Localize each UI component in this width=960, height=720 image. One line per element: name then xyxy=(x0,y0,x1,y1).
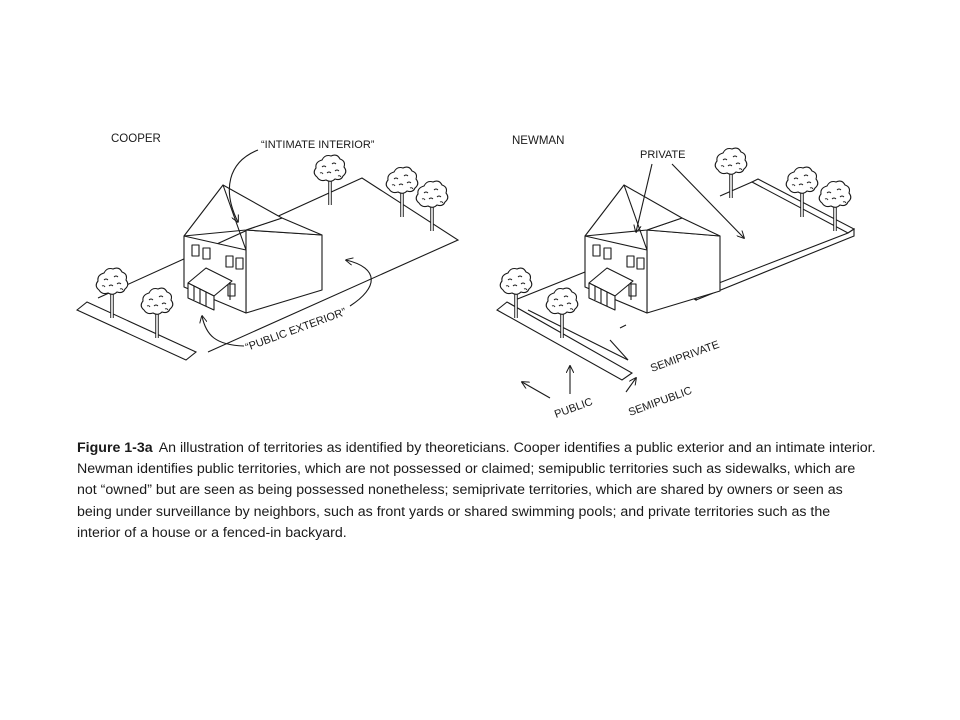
intimate-interior-arrow xyxy=(228,149,259,222)
intimate-interior-label: “INTIMATE INTERIOR” xyxy=(261,139,375,151)
caption-text: An illustration of territories as identi… xyxy=(77,440,876,541)
tree xyxy=(414,179,450,233)
house xyxy=(584,184,721,314)
sidewalk xyxy=(75,301,198,361)
semipublic-arrow xyxy=(625,378,636,393)
public-exterior-arrow-left xyxy=(202,316,245,347)
semipublic-label: SEMIPUBLIC xyxy=(627,385,694,419)
semiprivate-label: SEMIPRIVATE xyxy=(649,339,721,375)
private-arrow-house xyxy=(636,163,653,232)
house xyxy=(183,184,323,314)
cooper-title: COOPER xyxy=(111,133,161,145)
public-label: PUBLIC xyxy=(553,396,594,421)
tree xyxy=(817,179,853,233)
tree xyxy=(384,165,420,219)
sidewalk xyxy=(496,301,634,381)
private-arrow-backyard xyxy=(671,163,744,238)
lot-outline xyxy=(97,177,460,353)
private-label: PRIVATE xyxy=(640,149,685,161)
public-arrow-left xyxy=(522,382,551,399)
figure-label: Figure 1-3a xyxy=(77,440,153,456)
territory-diagram: COOPER xyxy=(75,133,856,421)
tree xyxy=(713,146,749,200)
front-yard-outline xyxy=(514,269,591,301)
public-exterior-arrow-right xyxy=(346,260,372,307)
public-exterior-label: “PUBLIC EXTERIOR” xyxy=(244,306,348,354)
cooper-panel: COOPER xyxy=(75,133,460,361)
newman-panel: NEWMAN xyxy=(496,135,856,421)
newman-title: NEWMAN xyxy=(512,135,564,147)
